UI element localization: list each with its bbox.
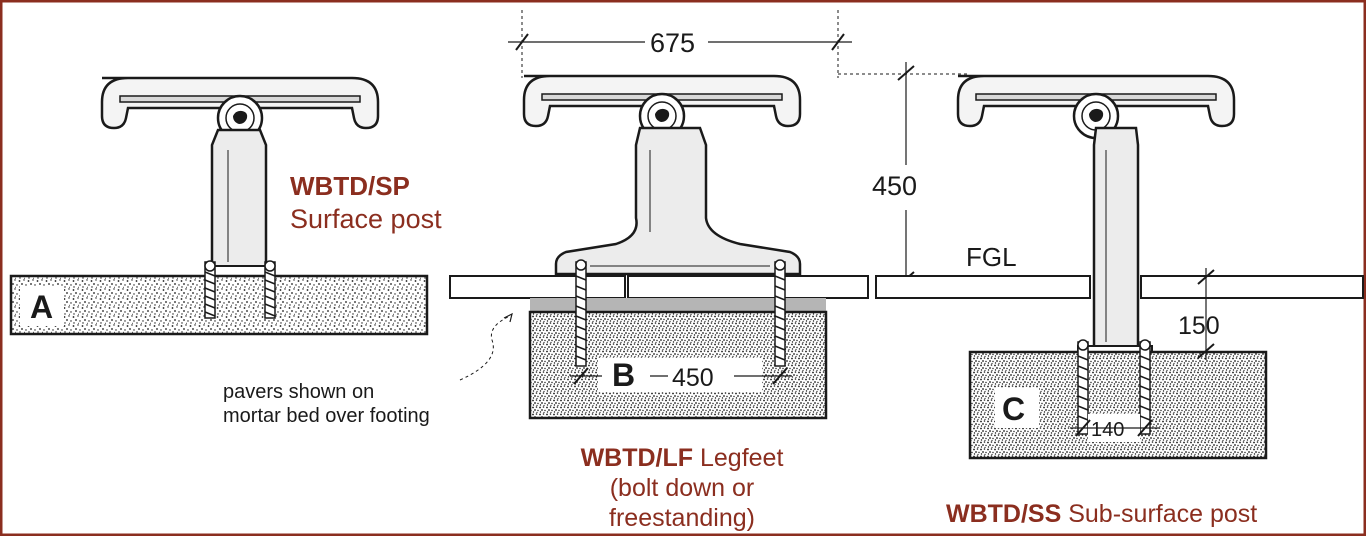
ground-level-label: FGL (966, 242, 1017, 272)
footing-a (9, 274, 429, 336)
paver-b1 (449, 275, 626, 299)
post-b-legfeet (554, 126, 802, 276)
paver-c2 (1140, 275, 1364, 299)
bolt-c-right (1139, 339, 1151, 435)
variant-ss-code: WBTD/SS (946, 500, 1061, 528)
variant-ss-desc: Sub-surface post (1061, 500, 1257, 528)
footing-a-label: A (30, 289, 53, 325)
bolt-b-left (575, 259, 587, 367)
dim-seat-width: 675 (650, 28, 695, 58)
variant-sp-desc: Surface post (290, 204, 442, 234)
base-plate-a (205, 265, 275, 277)
bolt-b-right (774, 259, 786, 367)
bolt-c-left (1077, 339, 1089, 435)
post-a (210, 128, 268, 274)
variant-sp-code: WBTD/SP (290, 171, 410, 201)
mortar-bed (530, 298, 826, 312)
mount-b-legfeet: 675 B 450 pavers shown on m (223, 10, 869, 532)
footing-c-label: C (1002, 391, 1025, 427)
bolt-a-left (204, 260, 216, 319)
variant-ss-title: WBTD/SS Sub-surface post (946, 500, 1257, 528)
mount-c-sub-surface-post: 450 FGL 150 140 C WBTD/SS Sub-su (838, 62, 1364, 528)
mount-a-surface-post: A WBTD/SP Surface post (9, 76, 442, 336)
dim-seat-height: 450 (872, 171, 917, 201)
variant-lf-code: WBTD/LF (581, 444, 693, 472)
bolt-a-right (264, 260, 276, 319)
paver-b2 (627, 275, 869, 299)
variant-lf-line3: freestanding) (609, 504, 755, 532)
variant-lf-line2: (bolt down or (610, 474, 755, 502)
dim-legfeet-spacing: 450 (672, 364, 714, 392)
variant-lf-title: WBTD/LF Legfeet (581, 444, 784, 472)
variant-lf-desc: Legfeet (693, 444, 783, 472)
paver-c1 (875, 275, 1091, 299)
dim-bolt-spacing: 140 (1091, 419, 1124, 441)
footing-b-label: B (612, 357, 635, 393)
post-c (1092, 126, 1140, 354)
annotation-line1: pavers shown on (223, 381, 374, 403)
dim-footing-depth: 150 (1178, 312, 1220, 340)
annotation-line2: mortar bed over footing (223, 405, 430, 427)
